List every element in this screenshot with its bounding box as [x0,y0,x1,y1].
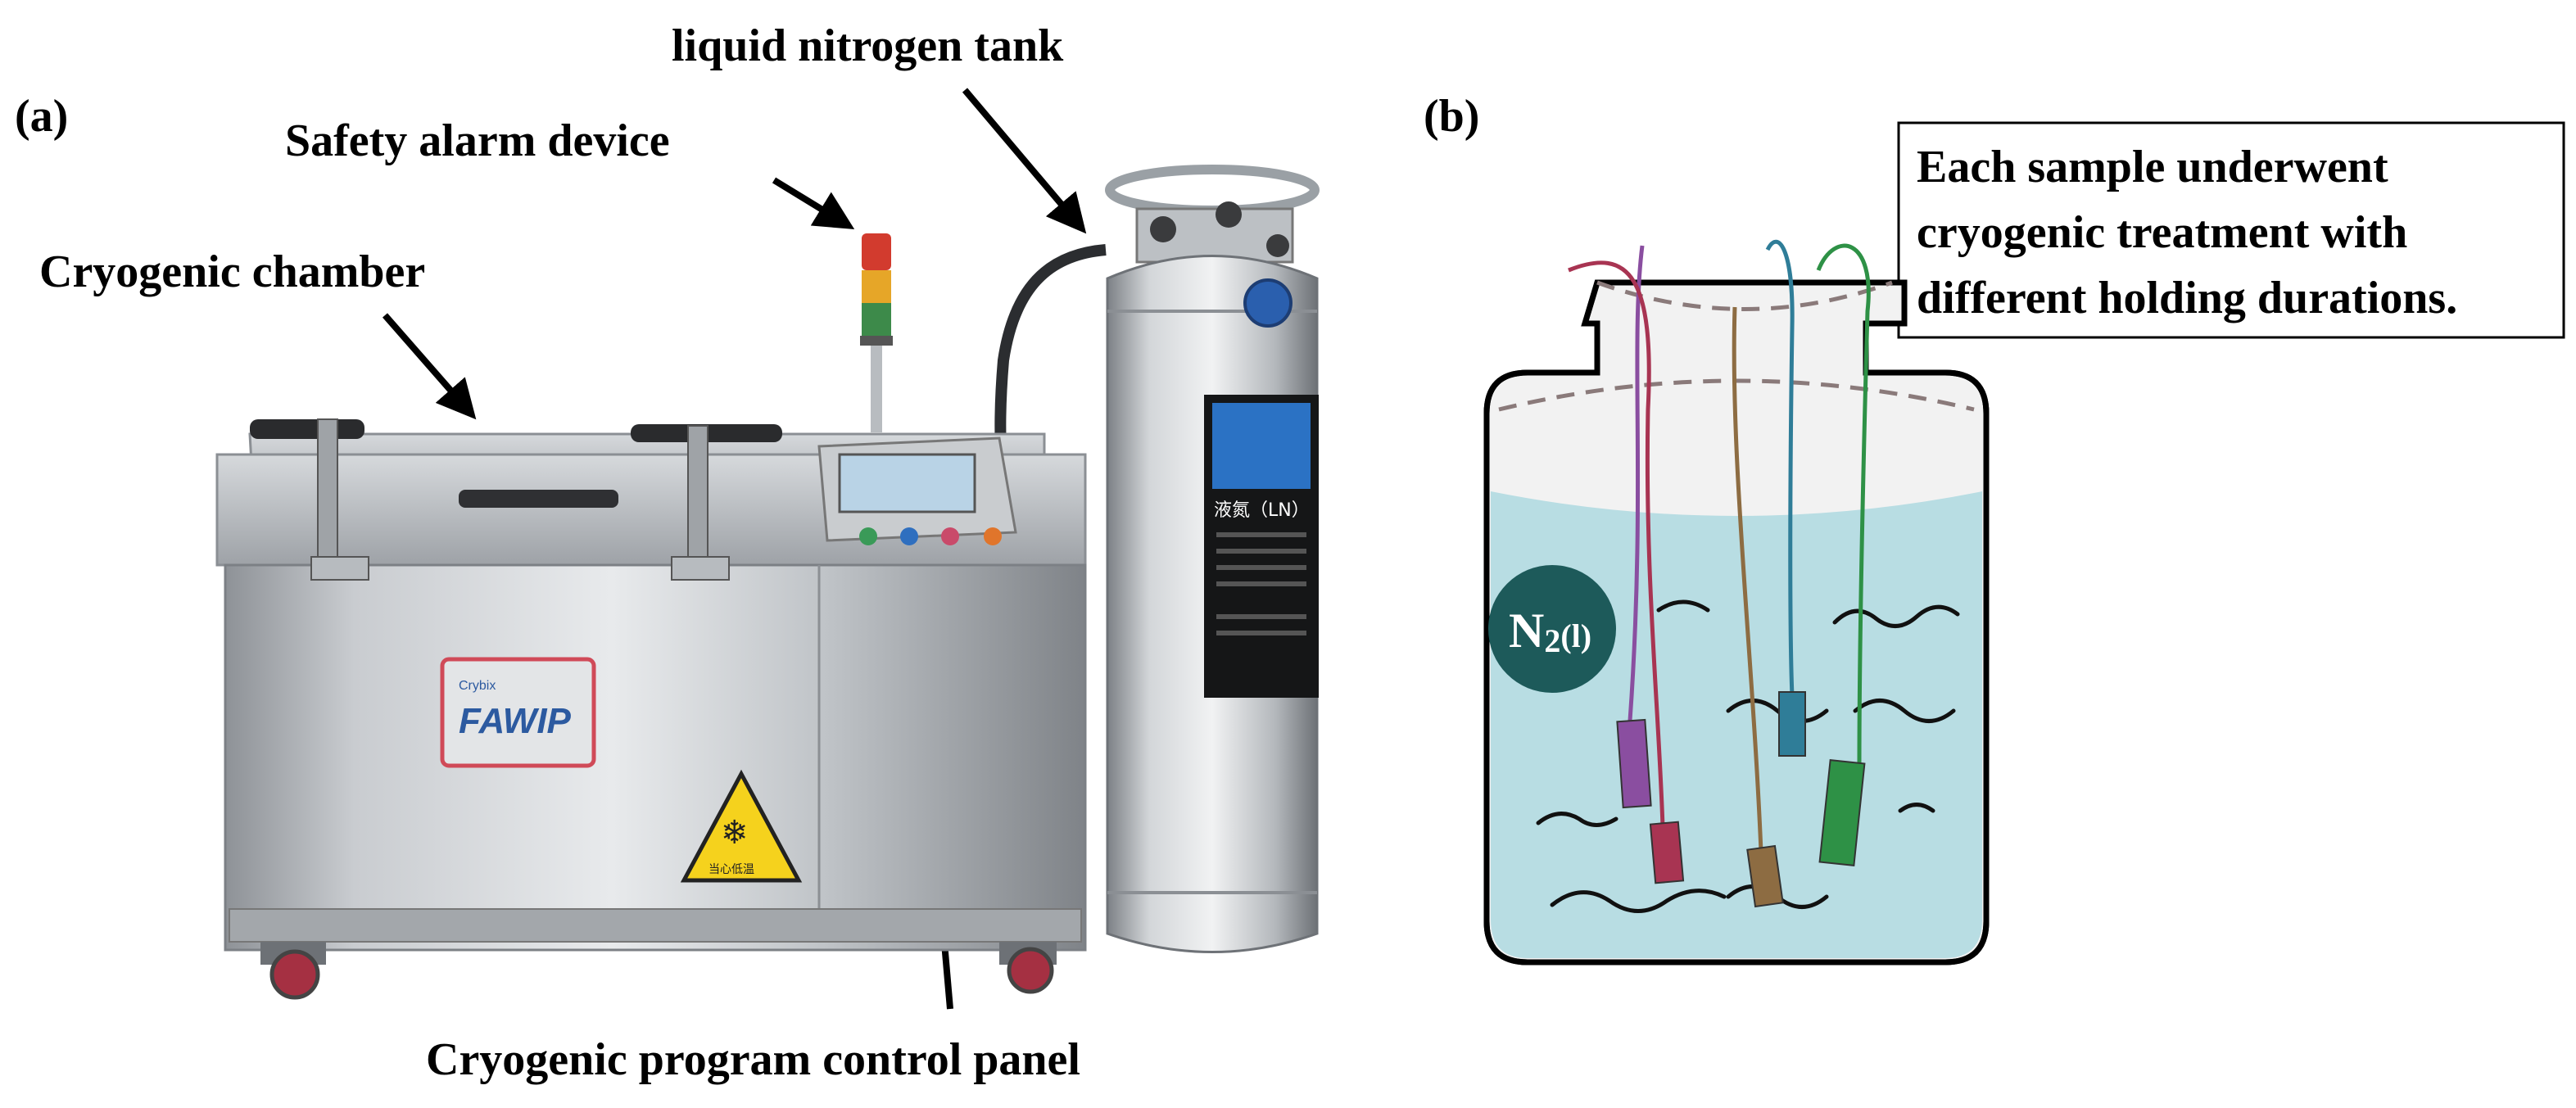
panel-b: (b) Each sample underwent cryogenic trea… [1424,91,2565,966]
tank-label-text: 液氮（LN） [1214,500,1310,521]
alarm-label: Safety alarm device [285,115,670,166]
brand-small-text: Crybix [459,679,496,693]
caster-left [260,942,326,1000]
svg-text:N2(l): N2(l) [1509,604,1591,659]
warning-sign-text: 当心低温 [709,863,754,876]
chamber-label: Cryogenic chamber [39,246,425,297]
sample-string-4 [1765,239,1795,697]
panel-b-label: (b) [1424,91,1479,142]
n2-subscript: 2 [1544,622,1560,659]
n2-symbol: N [1509,604,1544,658]
panel-a-label: (a) [15,91,68,142]
n2-badge: N2(l) [1488,565,1616,693]
chamber-arrow [382,313,477,420]
svg-text:❄: ❄ [721,814,749,852]
samples-group [1568,239,1871,908]
n2-state: (l) [1560,617,1591,654]
sample-tag-2 [1649,821,1685,884]
sample-string-3 [1732,306,1763,852]
caster-right [999,942,1057,994]
cryogenic-chamber: Crybix FAWIP ❄ 当心低温 [215,418,1087,1000]
control-panel-label: Cryogenic program control panel [426,1034,1080,1085]
callout-line-3: different holding durations. [1917,273,2457,323]
tank-label: liquid nitrogen tank [672,20,1064,71]
sample-tag-3 [1746,844,1784,908]
callout-line-2: cryogenic treatment with [1917,207,2407,258]
sample-string-5 [1816,243,1871,767]
sample-tag-1 [1616,718,1652,809]
liquid-waves [1536,599,1960,913]
alarm-tower [860,233,893,432]
panel-a: (a) liquid nitrogen tank Safety alarm de… [15,20,1320,1085]
alarm-arrow [772,177,855,230]
liquid-nitrogen [1491,491,1982,958]
sample-tag-4 [1778,691,1806,757]
callout-line-1: Each sample underwent [1917,142,2388,192]
brand-text: FAWIP [459,701,572,741]
callout-box [1897,121,2565,339]
nitrogen-tank: 液氮（LN） [1105,165,1320,953]
sample-string-2 [1568,260,1665,828]
tank-arrow [962,88,1087,234]
cold-warning-sign: ❄ 当心低温 [680,769,803,883]
sample-tag-5 [1818,759,1866,866]
